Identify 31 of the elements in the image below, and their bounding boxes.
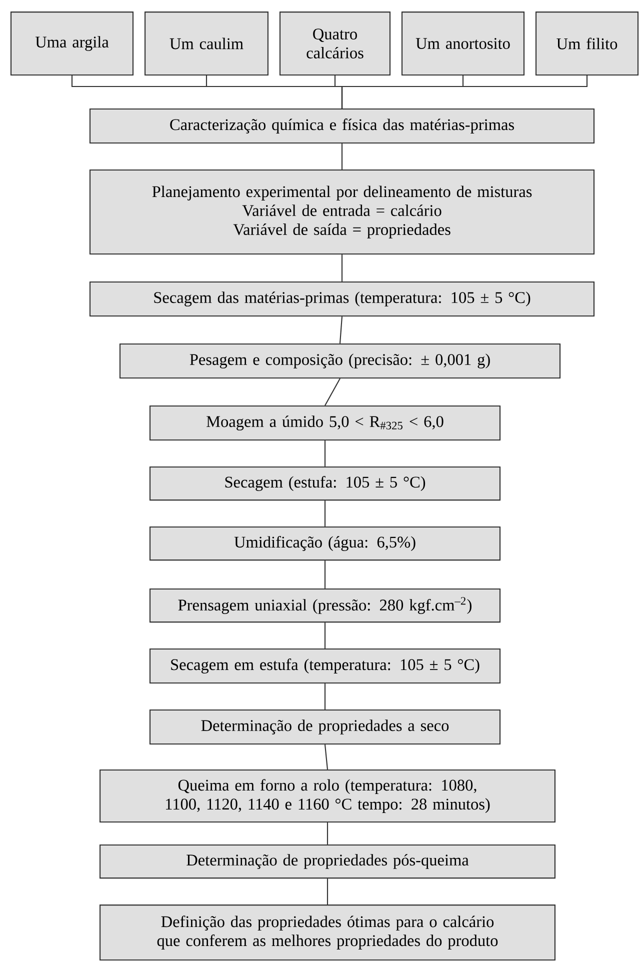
material-box: Uma argila: [10, 12, 134, 76]
material-box: Quatro calcários: [279, 12, 391, 76]
material-box: Um caulim: [144, 12, 268, 76]
process-box: Umidificação (água: 6,5%): [149, 526, 501, 561]
process-box: Prensagem uniaxial (pressão: 280 kgf.cm$^{–2}$): [149, 588, 501, 623]
process-box: Secagem (estufa: 105 ± 5 °C): [149, 466, 501, 501]
connector-line: [341, 144, 343, 170]
connector-line: [341, 254, 343, 282]
connector-line: [326, 822, 328, 844]
connector-line: [339, 316, 343, 344]
material-box: Um filito: [535, 12, 639, 76]
material-box: Um anortosito: [401, 12, 525, 76]
connector-line: [324, 440, 326, 466]
connector-line: [324, 622, 326, 648]
process-box: Planejamento experimental por delineamento de misturas Variável de entrada = calcário Variável de saída = propriedades: [89, 169, 595, 255]
process-box: Pesagem e composição (precisão: ± 0,001 g): [119, 343, 561, 379]
connector-line: [324, 500, 326, 526]
process-box: Queima em forno a rolo (temperatura: 1080, 1100, 1120, 1140 e 1160 °C tempo: 28 minutos): [100, 769, 556, 823]
process-box: Determinação de propriedades pós-queima: [100, 844, 556, 879]
process-box: Secagem em estufa (temperatura: 105 ± 5 °C): [149, 648, 501, 684]
connector-line: [326, 878, 328, 904]
process-box: Moagem a úmido 5,0 < R$_{#325}$ < 6,0: [149, 405, 501, 441]
connector-line: [324, 684, 326, 710]
connector-line: [324, 744, 328, 770]
process-box: Determinação de propriedades a seco: [149, 709, 501, 745]
connector-line: [324, 378, 340, 406]
process-box: Caracterização química e física das matérias-primas: [89, 108, 595, 144]
connector-line: [324, 560, 326, 588]
process-box: Secagem das matérias-primas (temperatura: 105 ± 5 °C): [89, 281, 595, 317]
process-box: Definição das propriedades ótimas para o calcário que conferem as melhores propriedades do produto: [100, 904, 556, 960]
connector-line: [341, 76, 588, 108]
